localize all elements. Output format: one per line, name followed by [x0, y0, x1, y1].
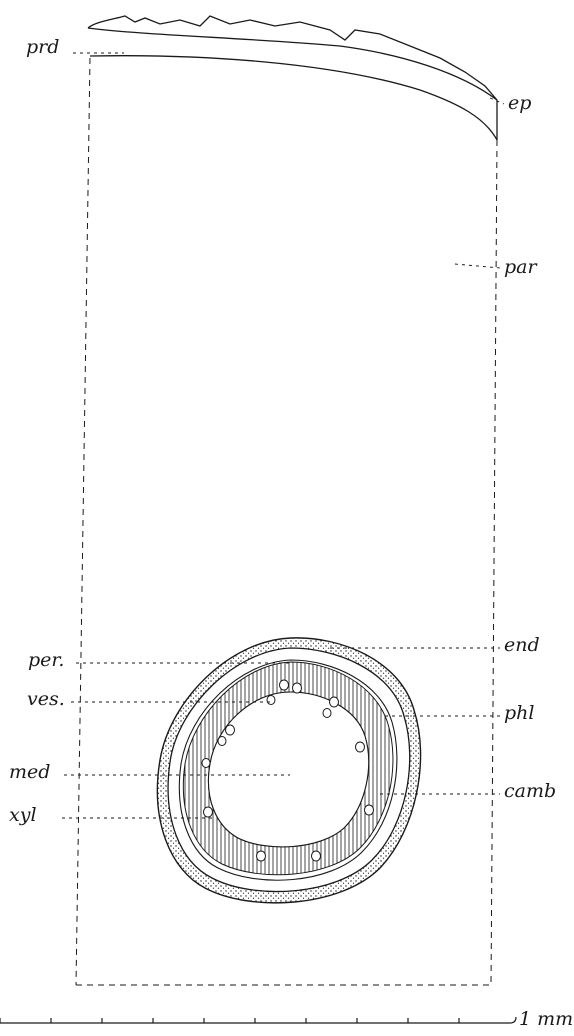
scale-bar — [0, 1017, 516, 1023]
label-camb: camb — [504, 782, 556, 801]
periderm-outline — [88, 16, 497, 140]
label-ep: ep — [508, 94, 531, 113]
label-phl: phl — [504, 704, 534, 723]
label-med: med — [9, 763, 50, 782]
vascular-cylinder — [157, 638, 420, 903]
label-end: end — [504, 636, 540, 655]
label-xyl: xyl — [9, 806, 37, 825]
label-par: par — [504, 258, 537, 277]
label-ves: ves. — [27, 690, 65, 709]
scale-bar-label: 1 mm — [519, 1010, 573, 1029]
label-prd: prd — [26, 38, 59, 57]
label-per: per. — [28, 651, 64, 670]
